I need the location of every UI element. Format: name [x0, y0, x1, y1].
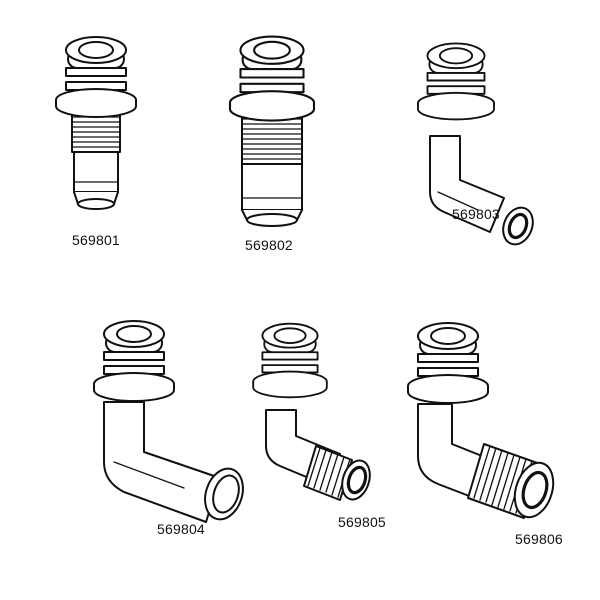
part-label-569802: 569802 — [245, 237, 293, 253]
fitting-569801 — [55, 36, 137, 210]
part-label-569801: 569801 — [72, 232, 120, 248]
fitting-569802 — [228, 35, 316, 227]
part-label-569805: 569805 — [338, 514, 386, 530]
part-label-569804: 569804 — [157, 521, 205, 537]
part-label-569803: 569803 — [452, 206, 500, 222]
fitting-569806 — [407, 322, 555, 519]
fitting-569805 — [252, 322, 371, 501]
fitting-569803 — [417, 42, 534, 246]
part-label-569806: 569806 — [515, 531, 563, 547]
fitting-569804 — [93, 320, 244, 523]
